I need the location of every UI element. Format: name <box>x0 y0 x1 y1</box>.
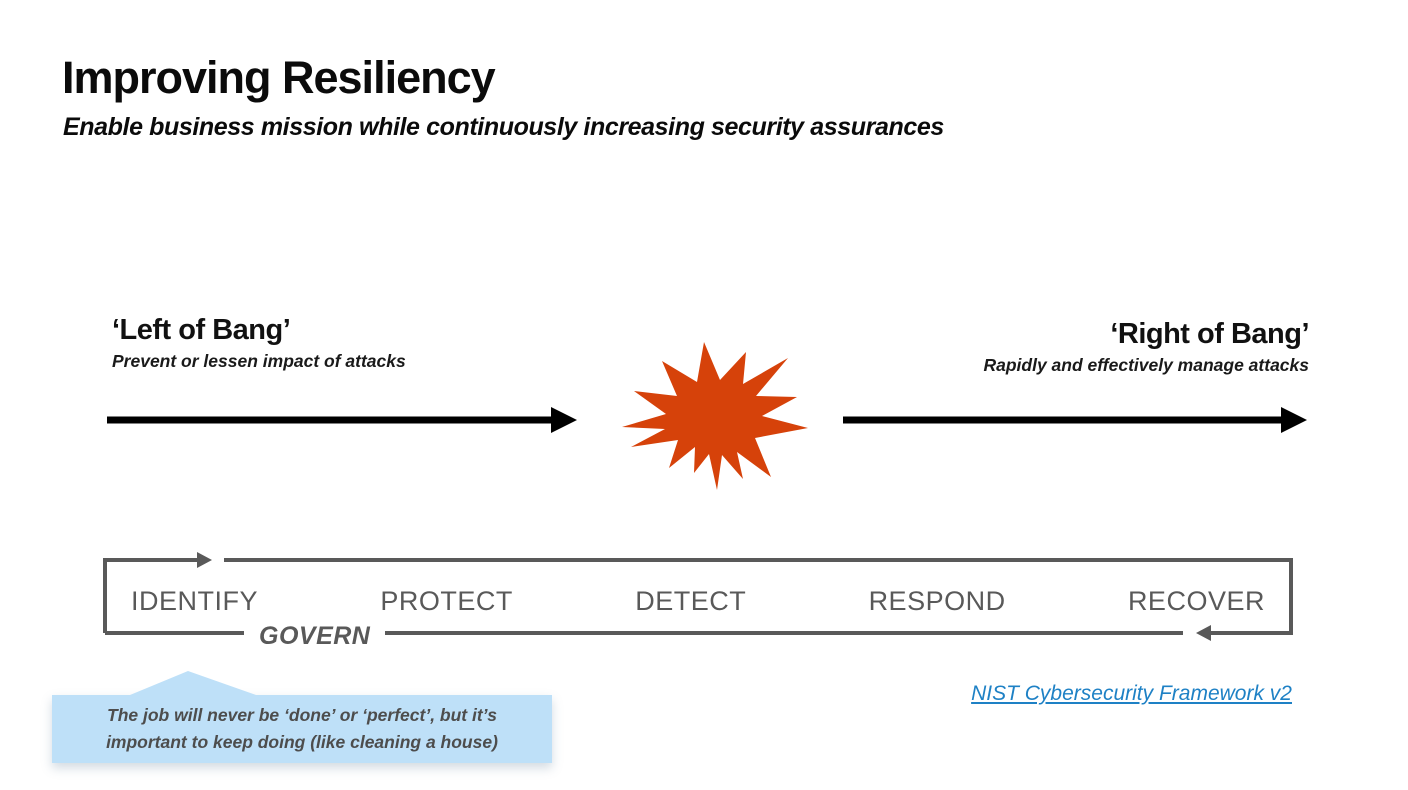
left-bang-arrow-icon <box>107 407 577 433</box>
framework-govern-label: GOVERN <box>244 621 386 651</box>
left-of-bang-heading: ‘Left of Bang’ <box>112 314 291 346</box>
callout-text-line2: important to keep doing (like cleaning a… <box>106 732 498 752</box>
explosion-starburst-icon <box>622 342 808 490</box>
right-bang-arrow-icon <box>843 407 1307 433</box>
slide-subtitle: Enable business mission while continuous… <box>63 113 944 141</box>
framework-function-detect: DETECT <box>635 586 747 616</box>
framework-function-recover: RECOVER <box>1127 586 1265 616</box>
cycle-arrow-left-icon <box>1196 625 1211 641</box>
callout-text-line1: The job will never be ‘done’ or ‘perfect… <box>107 705 497 725</box>
framework-function-identify: IDENTIFY <box>131 586 259 616</box>
left-of-bang-subheading: Prevent or lessen impact of attacks <box>112 351 406 371</box>
nist-framework-link[interactable]: NIST Cybersecurity Framework v2 <box>971 682 1292 705</box>
slide-title: Improving Resiliency <box>62 52 496 103</box>
right-of-bang-heading: ‘Right of Bang’ <box>1110 318 1309 350</box>
left-of-bang-section: ‘Left of Bang’ Prevent or lessen impact … <box>112 314 406 372</box>
framework-function-protect: PROTECT <box>380 586 513 616</box>
callout-bubble: The job will never be ‘done’ or ‘perfect… <box>52 671 552 763</box>
right-of-bang-section: ‘Right of Bang’ Rapidly and effectively … <box>983 318 1309 376</box>
framework-functions-row: IDENTIFY PROTECT DETECT RESPOND RECOVER <box>105 586 1291 617</box>
right-of-bang-subheading: Rapidly and effectively manage attacks <box>983 355 1309 375</box>
framework-function-respond: RESPOND <box>868 586 1006 616</box>
cycle-arrow-right-icon <box>197 552 212 568</box>
